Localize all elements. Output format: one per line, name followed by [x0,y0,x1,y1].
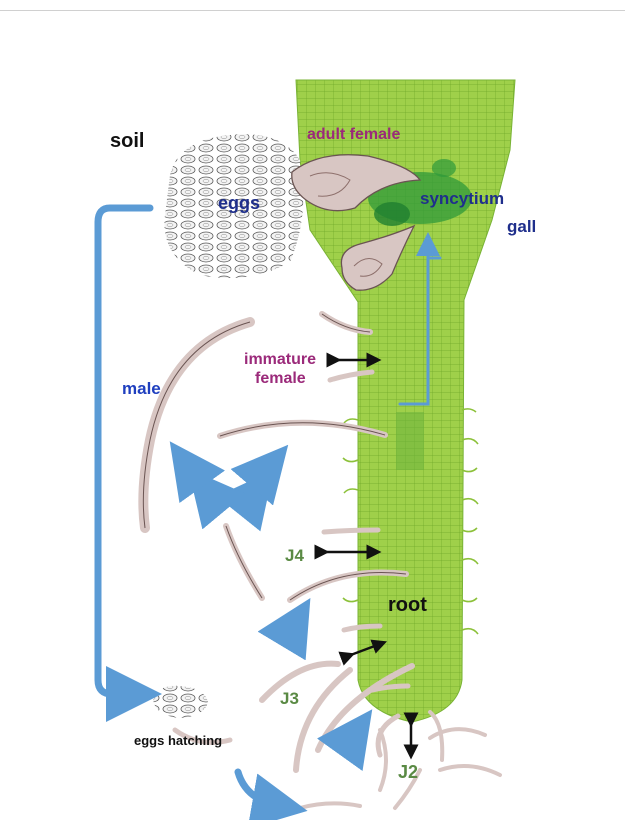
eggs-label: eggs [218,194,260,214]
eggs-hatching-label: eggs hatching [134,734,222,748]
adult-female-label: adult female [307,126,400,144]
female-label: female [255,370,306,388]
root-label: root [388,594,427,616]
nematode-j2-4 [440,766,500,775]
male-nematode [143,322,250,528]
gall-label: gall [507,218,536,237]
nematode-j4-1 [324,530,378,532]
nematode-j4-3 [226,526,262,598]
male-label: male [122,380,161,399]
split-arrow-left [186,464,196,478]
j4-label: J4 [285,547,304,566]
molt-arrow-3 [248,492,256,502]
split-arrow-right [258,466,270,480]
j3-label: J3 [280,690,299,709]
soil-label: soil [110,130,144,152]
hatch-arrow [238,772,280,806]
immature-label: immature [244,351,316,369]
molt-arrow-1 [346,732,356,746]
nematode-j3-2 [296,670,350,770]
cycle-return-arrow [98,208,150,694]
nematode-j2-5 [300,803,360,808]
syncytium-label: syncytium [420,190,504,209]
molt-arrow-4 [206,490,216,502]
j2-label: J2 [398,763,418,783]
molt-arrow-2 [290,622,296,632]
egg-cluster-bottom [153,686,208,718]
